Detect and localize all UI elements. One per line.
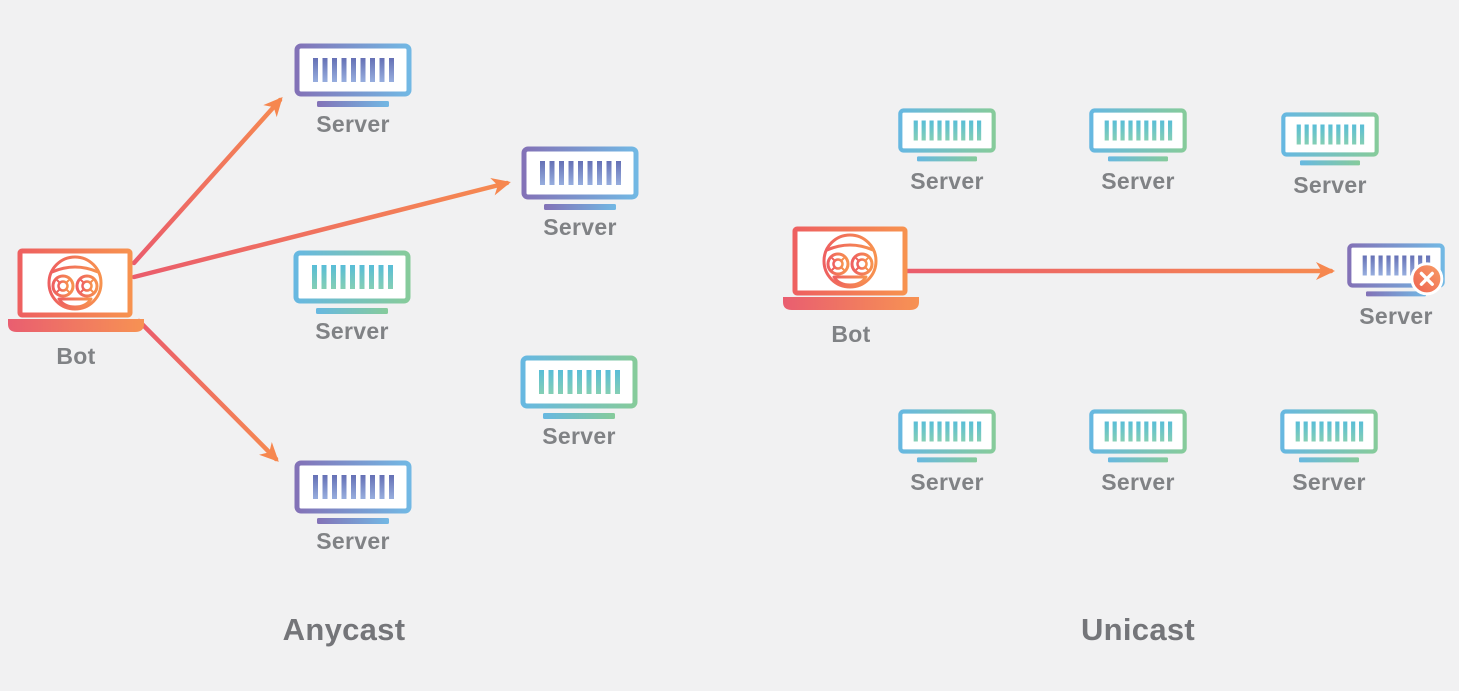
server-label: Server: [910, 168, 984, 194]
anycast-attack-arrow-3: [136, 318, 279, 462]
unicast-server-node-7: Server: [1279, 408, 1379, 495]
server-rack-icon: [293, 459, 413, 527]
server-rack-icon: [520, 145, 640, 213]
bot-label: Bot: [831, 321, 871, 347]
robot-laptop-icon: [6, 247, 146, 339]
server-label: Server: [315, 318, 389, 344]
server-rack-icon: [897, 408, 997, 465]
server-label: Server: [543, 214, 617, 240]
anycast-server-node-4: Server: [519, 354, 639, 449]
anycast-attack-arrow-2: [131, 177, 511, 280]
anycast-section-title: Anycast: [282, 612, 406, 647]
unicast-section-title: Unicast: [1080, 612, 1196, 647]
robot-laptop-icon: [781, 225, 921, 317]
unicast-server-node-3: Server: [1280, 111, 1380, 198]
bot-label: Bot: [56, 343, 96, 369]
server-label: Server: [316, 528, 390, 554]
unicast-server-node-6: Server: [1088, 408, 1188, 495]
server-label: Server: [1292, 469, 1366, 495]
anycast-server-node-2: Server: [520, 145, 640, 240]
server-label: Server: [1101, 469, 1175, 495]
server-rack-icon: [897, 107, 997, 164]
anycast-bot-node: Bot: [6, 247, 146, 369]
unicast-target-server-node: Server: [1346, 242, 1446, 329]
unicast-server-node-5: Server: [897, 408, 997, 495]
server-label: Server: [1293, 172, 1367, 198]
server-rack-icon: [519, 354, 639, 422]
anycast-server-node-3: Server: [292, 249, 412, 344]
anycast-server-node-5: Server: [293, 459, 413, 554]
unicast-server-node-2: Server: [1088, 107, 1188, 194]
x-circle-badge-icon: [1410, 262, 1444, 296]
unicast-bot-node: Bot: [781, 225, 921, 347]
server-rack-icon: [292, 249, 412, 317]
server-label: Server: [316, 111, 390, 137]
server-rack-icon: [1279, 408, 1379, 465]
server-label: Server: [542, 423, 616, 449]
server-label: Server: [1359, 303, 1433, 329]
unicast-server-node-1: Server: [897, 107, 997, 194]
anycast-attack-arrow-1: [131, 97, 283, 266]
server-rack-icon: [1346, 242, 1446, 299]
anycast-server-node-1: Server: [293, 42, 413, 137]
server-rack-icon: [1088, 408, 1188, 465]
server-rack-icon: [1088, 107, 1188, 164]
server-label: Server: [910, 469, 984, 495]
server-rack-icon: [1280, 111, 1380, 168]
server-label: Server: [1101, 168, 1175, 194]
server-rack-icon: [293, 42, 413, 110]
